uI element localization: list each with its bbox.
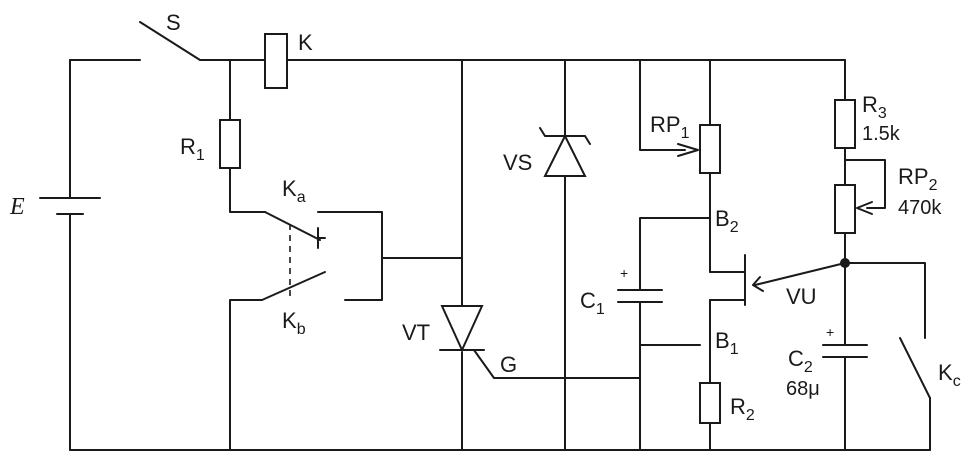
c1-plus: +	[620, 265, 628, 281]
rp1-branch	[639, 59, 711, 273]
c2-value: 68μ	[786, 378, 820, 400]
c1-branch	[617, 217, 711, 451]
resistor-r1	[219, 119, 241, 169]
contact-kb	[229, 271, 326, 451]
b2-label: B2	[715, 206, 739, 236]
contact-ka	[264, 211, 383, 301]
thyristor-vt	[439, 305, 701, 379]
r3-label: R3	[862, 92, 887, 122]
battery-e	[39, 59, 101, 451]
kc-label: Kc	[938, 360, 961, 390]
zener-vs	[539, 59, 591, 451]
relay-coil-k	[264, 33, 288, 89]
battery-label: E	[9, 194, 25, 220]
r2-label: R2	[730, 394, 755, 424]
c2-label: C2	[788, 346, 813, 376]
r3-value: 1.5k	[862, 123, 901, 145]
vt-branch	[381, 59, 463, 451]
r3-rp2-column	[844, 59, 886, 346]
ujt-vu	[709, 254, 846, 384]
resistor-r2	[699, 382, 721, 424]
switch-s-label: S	[166, 10, 181, 35]
contact-kc	[844, 262, 931, 451]
b1-label: B1	[715, 328, 739, 358]
c1-label: C1	[580, 288, 605, 318]
r1-branch	[229, 59, 266, 213]
gate-label: G	[500, 352, 517, 377]
resistor-r3	[834, 99, 856, 149]
rp2-label: RP2	[898, 164, 938, 194]
vu-label: VU	[786, 284, 817, 309]
c2-plus: +	[826, 324, 834, 340]
rp2-value: 470k	[898, 197, 942, 219]
c2-branch	[822, 344, 868, 451]
rp1-label: RP1	[650, 112, 690, 142]
ka-label: Ka	[282, 176, 306, 206]
switch-s	[139, 21, 201, 61]
r1-label: R1	[180, 134, 205, 164]
kb-label: Kb	[282, 308, 306, 338]
relay-k-label: K	[298, 30, 313, 55]
vs-label: VS	[503, 150, 532, 175]
vt-label: VT	[402, 320, 430, 345]
potentiometer-rp2	[834, 184, 856, 234]
potentiometer-rp1	[699, 124, 721, 174]
